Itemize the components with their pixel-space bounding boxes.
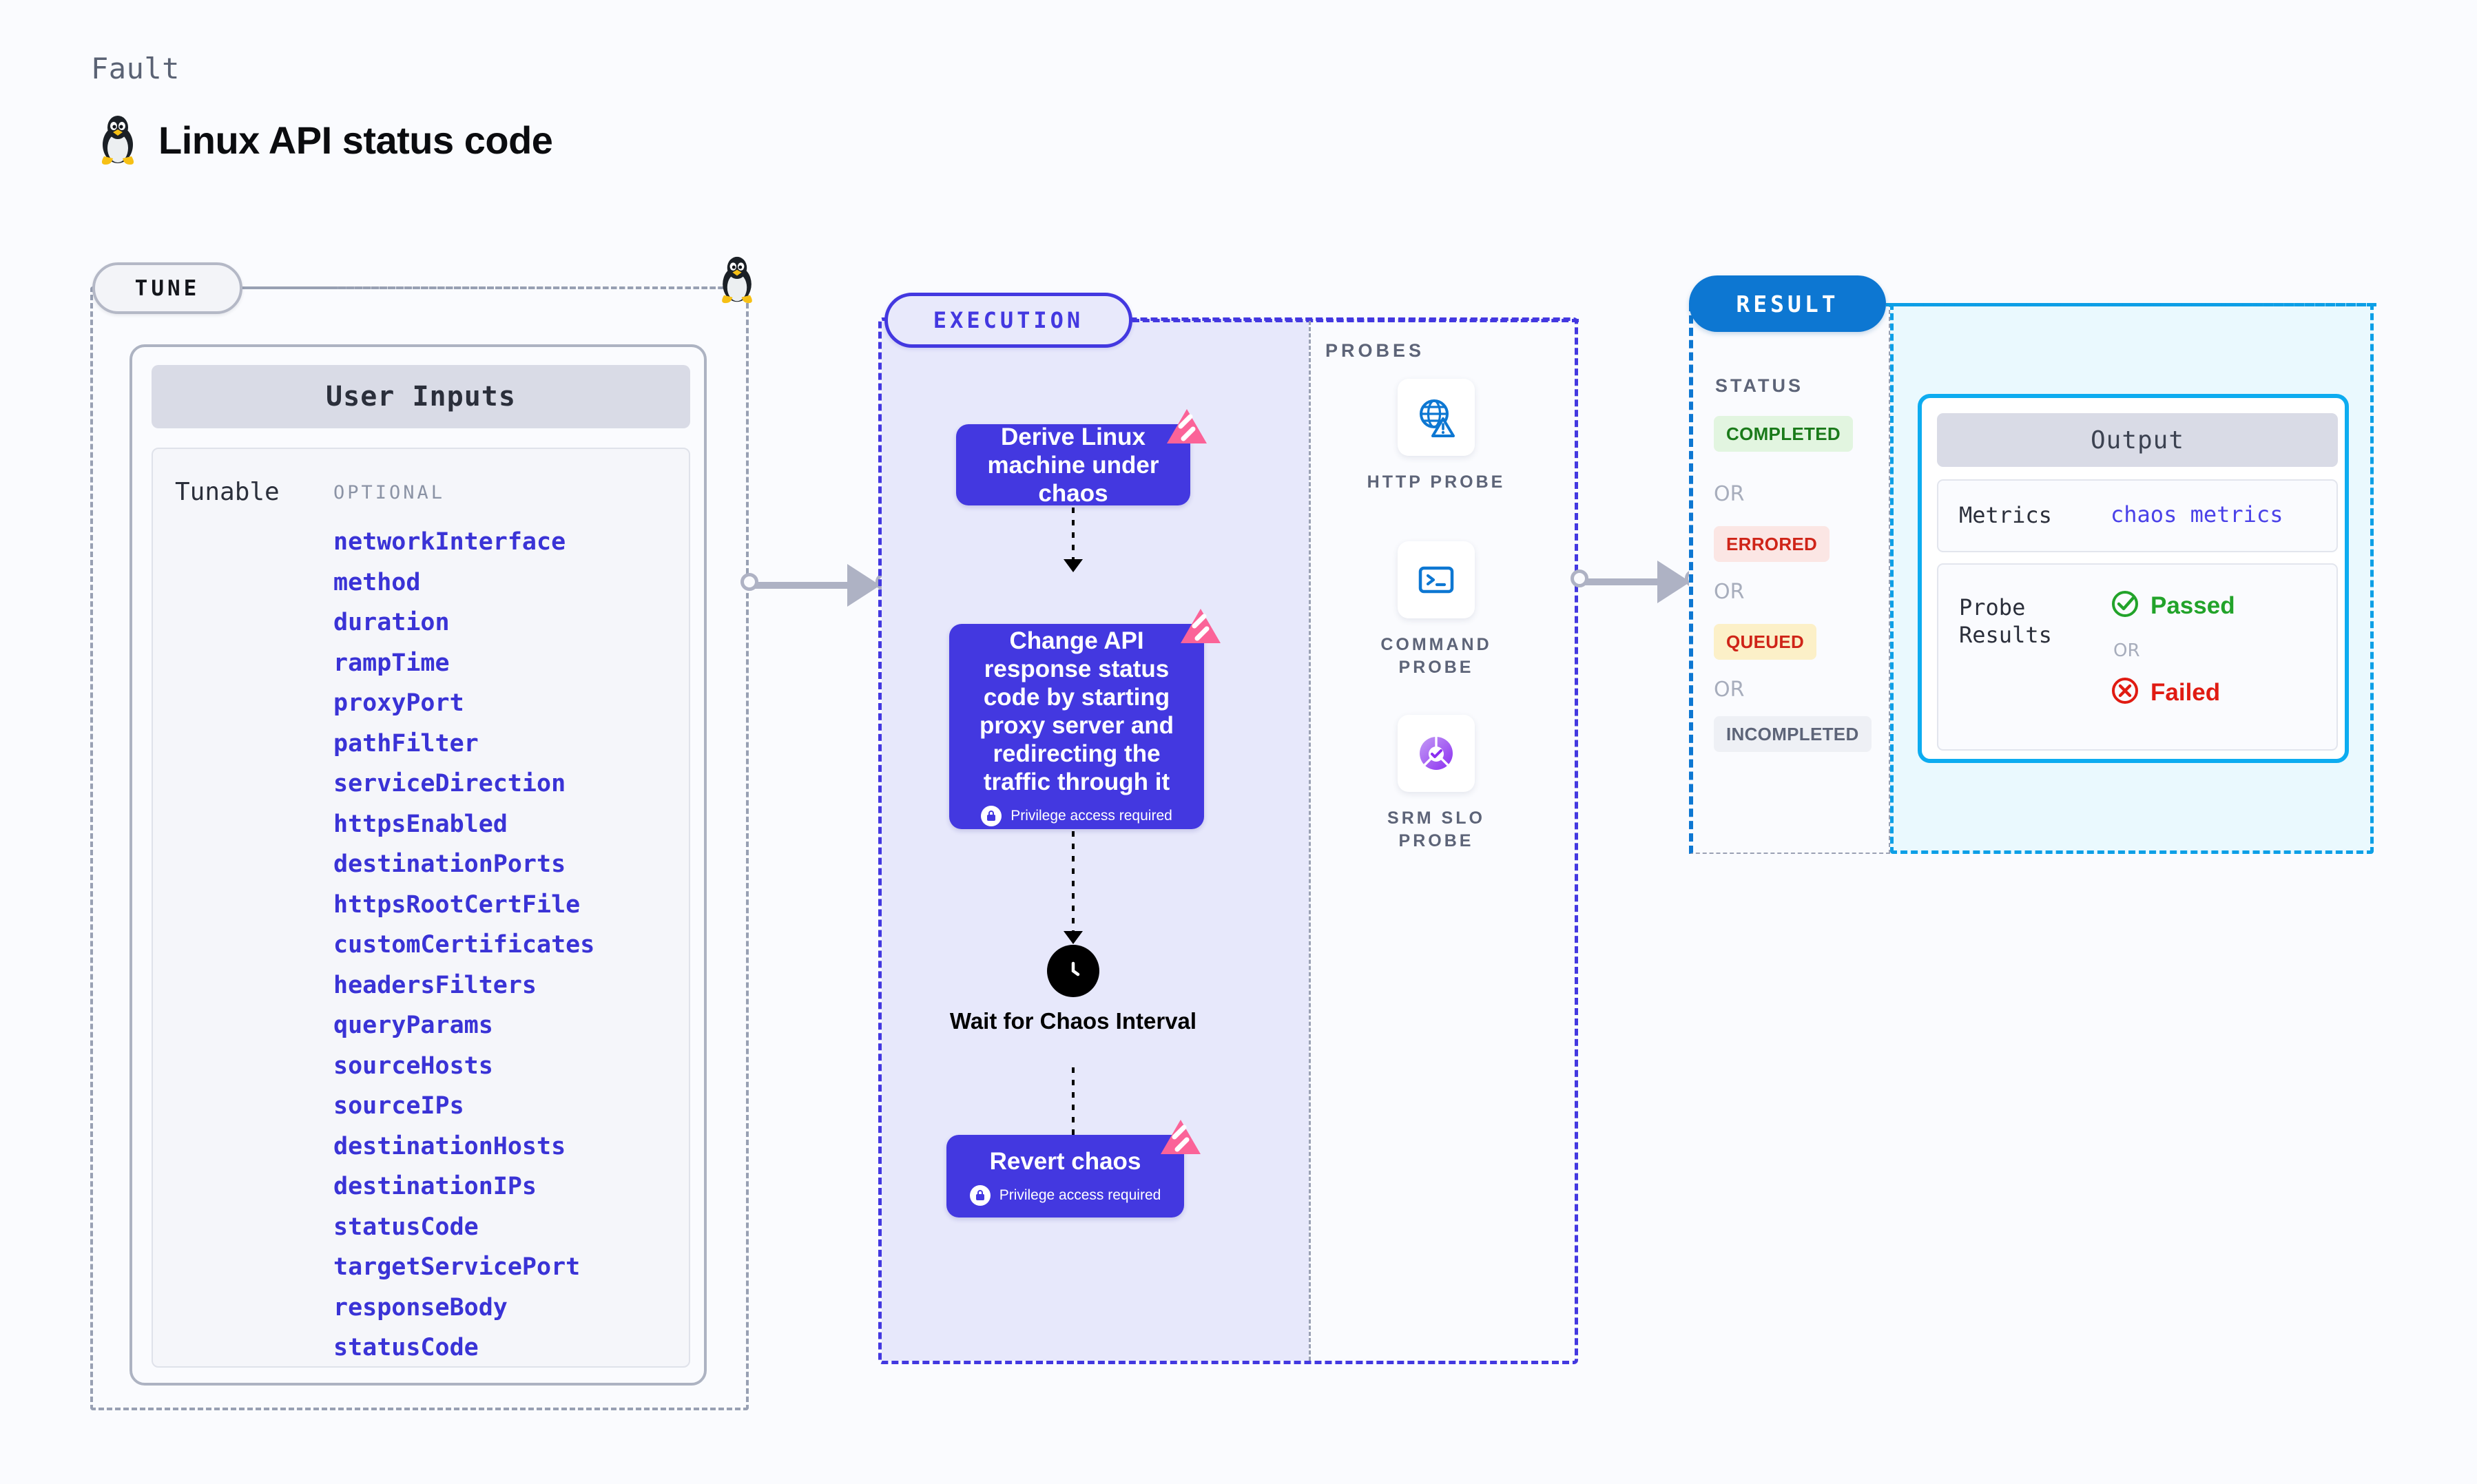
- failed-label: Failed: [2150, 678, 2221, 706]
- tunable-parameter[interactable]: httpsEnabled: [333, 810, 508, 838]
- tunable-parameter[interactable]: sourceIPs: [333, 1092, 464, 1120]
- probe-results-key: Probe Results: [1959, 594, 2052, 648]
- tune-top-dashed-line: [242, 286, 740, 289]
- execution-node-derive-linux-machine[interactable]: Derive Linux machine under chaos: [956, 409, 1207, 507]
- tunable-parameter[interactable]: method: [333, 568, 421, 596]
- fault-eyebrow: Fault: [91, 52, 180, 85]
- srm-slo-icon: [1398, 715, 1475, 792]
- node-label: Revert chaos: [989, 1147, 1141, 1175]
- user-inputs-body: Tunable OPTIONAL networkInterface method d…: [152, 448, 690, 1368]
- status-badge-incompleted: INCOMPLETED: [1714, 716, 1872, 752]
- clock-icon: [1047, 945, 1099, 997]
- probes-section-label: PROBES: [1325, 340, 1425, 361]
- tunable-parameter[interactable]: sourceHosts: [333, 1052, 493, 1080]
- linux-tux-icon: [96, 114, 139, 166]
- fault-badge-icon: [1179, 607, 1222, 651]
- fault-badge-icon: [1159, 1118, 1202, 1162]
- probe-label: COMMAND PROBE: [1380, 635, 1492, 677]
- fault-badge-icon: [1165, 408, 1208, 451]
- output-title: Output: [1937, 413, 2338, 467]
- result-status-boundary: [1689, 303, 1890, 854]
- tunable-parameter[interactable]: pathFilter: [333, 729, 479, 757]
- output-probe-results-row: Probe Results Passed OR: [1937, 563, 2338, 751]
- tunable-parameter[interactable]: targetServicePort: [333, 1253, 581, 1281]
- lock-icon: [969, 1184, 991, 1206]
- user-inputs-card: User Inputs Tunable OPTIONAL networkInte…: [129, 344, 707, 1386]
- execution-top-dashed-line: [1132, 319, 1579, 322]
- metrics-key: Metrics: [1959, 502, 2052, 528]
- globe-warning-icon: [1398, 379, 1475, 456]
- tunable-group-label: Tunable: [175, 478, 280, 506]
- tunable-parameter[interactable]: destinationHosts: [333, 1132, 566, 1160]
- probe-label: HTTP PROBE: [1367, 472, 1506, 492]
- tunable-parameter[interactable]: rampTime: [333, 649, 450, 677]
- node-label: Derive Linux machine under chaos: [987, 423, 1159, 507]
- optional-label: OPTIONAL: [333, 482, 446, 503]
- tunable-parameter[interactable]: headersFilters: [333, 971, 537, 999]
- tunable-parameter[interactable]: statusCode: [333, 1334, 479, 1361]
- passed-label: Passed: [2150, 592, 2235, 619]
- status-badge-completed: COMPLETED: [1714, 416, 1853, 452]
- page-title-row: Linux API status code: [96, 114, 553, 166]
- execution-node-revert-chaos[interactable]: Revert chaos Privilege access required: [946, 1120, 1201, 1217]
- tunable-parameter[interactable]: serviceDirection: [333, 770, 566, 797]
- tunable-parameter[interactable]: networkInterface: [333, 528, 566, 556]
- probe-result-or: OR: [2113, 640, 2140, 661]
- status-badge-queued: QUEUED: [1714, 624, 1817, 660]
- tunable-parameter[interactable]: responseBody: [333, 1293, 508, 1321]
- privilege-access-row: Privilege access required: [969, 1184, 1161, 1206]
- tunable-parameter[interactable]: duration: [333, 609, 450, 636]
- terminal-icon: [1398, 541, 1475, 618]
- x-circle-icon: [2111, 676, 2139, 709]
- status-or-2: OR: [1714, 580, 1745, 604]
- lock-icon: [981, 806, 1002, 826]
- linux-tux-connector-icon: [716, 255, 758, 308]
- status-or-3: OR: [1714, 678, 1745, 702]
- check-circle-icon: [2111, 589, 2139, 622]
- user-inputs-title: User Inputs: [152, 365, 690, 428]
- flow-arrow-2: [1072, 831, 1075, 936]
- status-badge-errored: ERRORED: [1714, 526, 1830, 562]
- result-badge[interactable]: RESULT: [1689, 275, 1886, 332]
- metrics-value[interactable]: chaos metrics: [2111, 501, 2283, 527]
- status-or-1: OR: [1714, 482, 1745, 506]
- probe-result-failed: Failed: [2111, 676, 2220, 709]
- probe-srm-slo[interactable]: SRM SLO PROBE: [1357, 715, 1515, 853]
- probe-http[interactable]: HTTP PROBE: [1357, 379, 1515, 494]
- flow-arrow-3: [1072, 1067, 1075, 1169]
- tunable-parameter[interactable]: httpsRootCertFile: [333, 890, 581, 919]
- tunable-parameter[interactable]: statusCode: [333, 1213, 479, 1241]
- privilege-access-row: Privilege access required: [981, 806, 1172, 826]
- tunable-parameter[interactable]: destinationPorts: [333, 850, 566, 878]
- execution-node-change-api-status-code[interactable]: Change API response status code by start…: [949, 609, 1221, 829]
- tune-badge[interactable]: TUNE: [92, 262, 242, 314]
- tunable-parameter[interactable]: proxyPort: [333, 689, 464, 717]
- tunable-parameter-list: networkInterface method duration rampTime pr…: [333, 522, 594, 1368]
- tunable-parameter[interactable]: queryParams: [333, 1012, 493, 1039]
- wait-for-chaos-interval-label: Wait for Chaos Interval: [949, 1008, 1197, 1034]
- flow-arrow-1: [1072, 508, 1075, 564]
- result-top-dashed-line: [1886, 303, 2376, 306]
- node-label: Change API response status code by start…: [979, 627, 1174, 795]
- flow-arrowhead-2: [1064, 931, 1083, 944]
- probe-result-passed: Passed: [2111, 589, 2235, 622]
- probe-command[interactable]: COMMAND PROBE: [1357, 541, 1515, 679]
- privilege-label: Privilege access required: [1011, 808, 1172, 824]
- tunable-parameter[interactable]: customCertificates: [333, 931, 595, 959]
- output-metrics-row: Metrics chaos metrics: [1937, 479, 2338, 552]
- tunable-parameter[interactable]: destinationIPs: [333, 1173, 537, 1200]
- privilege-label: Privilege access required: [999, 1187, 1161, 1203]
- status-section-label: STATUS: [1715, 375, 1803, 396]
- output-card: Output Metrics chaos metrics Probe Resul…: [1918, 394, 2349, 763]
- page-title: Linux API status code: [158, 118, 553, 162]
- probe-label: SRM SLO PROBE: [1387, 808, 1485, 850]
- execution-badge[interactable]: EXECUTION: [884, 293, 1132, 348]
- flow-arrowhead-1: [1064, 559, 1083, 572]
- probes-divider: [1309, 321, 1311, 1361]
